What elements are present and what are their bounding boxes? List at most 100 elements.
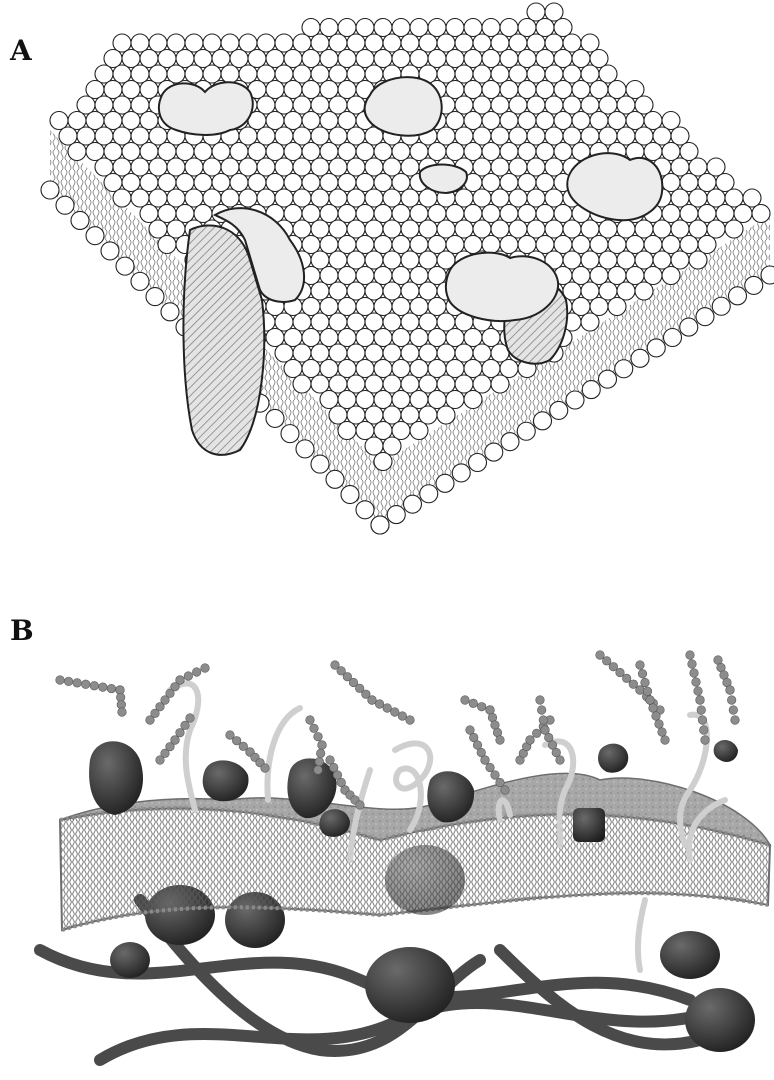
lipid-head	[158, 143, 176, 161]
lipid-head	[293, 65, 311, 83]
lipid-head	[356, 19, 374, 37]
lipid-head	[572, 236, 590, 254]
lipid-head	[257, 189, 275, 207]
lipid-head	[320, 174, 338, 192]
lipid-head	[338, 19, 356, 37]
lipid-head	[302, 174, 320, 192]
lipid-head	[464, 360, 482, 378]
lipid-head	[410, 422, 428, 440]
lipid-head	[356, 329, 374, 347]
lipid-head	[473, 96, 491, 114]
lipid-head	[689, 158, 707, 176]
lipid-head	[608, 81, 626, 99]
lipid-head	[176, 205, 194, 223]
sugar-bead	[469, 699, 478, 708]
lipid-head	[527, 3, 545, 21]
lipid-head	[527, 220, 545, 238]
lipid-head	[581, 282, 599, 300]
lipid-head	[104, 112, 122, 130]
lipid-head	[464, 236, 482, 254]
sugar-bead	[181, 721, 190, 730]
lipid-head	[275, 313, 293, 331]
lipid-head	[338, 112, 356, 130]
sugar-bead	[655, 720, 664, 729]
lipid-head	[671, 158, 689, 176]
lipid-head	[347, 220, 365, 238]
sugar-bead	[107, 684, 116, 693]
lipid-head	[536, 81, 554, 99]
lipid-head	[302, 143, 320, 161]
lipid-head	[266, 409, 284, 427]
sugar-bead	[64, 677, 73, 686]
lipid-head	[392, 19, 410, 37]
sugar-bead	[697, 706, 706, 715]
lipid-head	[365, 158, 383, 176]
lipid-head	[311, 34, 329, 52]
lipid-head	[626, 236, 644, 254]
sugar-bead	[636, 686, 645, 695]
sugar-bead	[481, 756, 490, 765]
lipid-head	[266, 143, 284, 161]
lipid-head	[140, 205, 158, 223]
lipid-head	[554, 19, 572, 37]
lipid-head	[671, 251, 689, 269]
lipid-head	[185, 189, 203, 207]
lipid-head	[266, 112, 284, 130]
lipid-head	[311, 65, 329, 83]
lipid-head	[311, 220, 329, 238]
lipid-head	[761, 266, 774, 284]
lipid-head	[707, 220, 725, 238]
lipid-head	[95, 96, 113, 114]
lipid-head	[374, 205, 392, 223]
lipid-head	[491, 220, 509, 238]
lipid-head	[122, 143, 140, 161]
lipid-head	[527, 65, 545, 83]
lipid-head	[356, 391, 374, 409]
lipid-head	[545, 189, 563, 207]
lipid-head	[383, 251, 401, 269]
lipid-head	[383, 282, 401, 300]
sugar-bead	[526, 736, 535, 745]
lipid-head	[311, 127, 329, 145]
lipid-head	[401, 282, 419, 300]
lipid-head	[452, 464, 470, 482]
lipid-head	[356, 143, 374, 161]
lipid-head	[662, 112, 680, 130]
lipid-head	[428, 329, 446, 347]
sugar-bead	[383, 704, 392, 713]
lipid-head	[293, 96, 311, 114]
lipid-head	[410, 391, 428, 409]
sugar-bead	[731, 716, 740, 725]
sugar-bead	[496, 736, 505, 745]
lipid-head	[590, 81, 608, 99]
lipid-head	[158, 205, 176, 223]
lipid-head	[113, 34, 131, 52]
sugar-bead	[629, 680, 638, 689]
lipid-head	[365, 282, 383, 300]
lipid-head	[284, 360, 302, 378]
lipid-head	[437, 375, 455, 393]
lipid-head	[536, 205, 554, 223]
lipid-head	[329, 96, 347, 114]
lipid-head	[428, 236, 446, 254]
lipid-head	[302, 236, 320, 254]
lipid-head	[745, 276, 763, 294]
lipid-head	[527, 158, 545, 176]
lipid-head	[320, 298, 338, 316]
lipid-head	[518, 112, 536, 130]
lipid-head	[329, 313, 347, 331]
lipid-head	[446, 391, 464, 409]
lipid-head	[563, 65, 581, 83]
lipid-head	[401, 34, 419, 52]
lipid-head	[500, 205, 518, 223]
lipid-head	[419, 375, 437, 393]
lipid-head	[572, 112, 590, 130]
lipid-head	[563, 34, 581, 52]
lipid-head	[392, 391, 410, 409]
sugar-bead	[698, 716, 707, 725]
lipid-head	[581, 34, 599, 52]
sugar-bead	[261, 764, 270, 773]
lipid-head	[230, 143, 248, 161]
lipid-head	[500, 360, 518, 378]
lipid-head	[167, 220, 185, 238]
